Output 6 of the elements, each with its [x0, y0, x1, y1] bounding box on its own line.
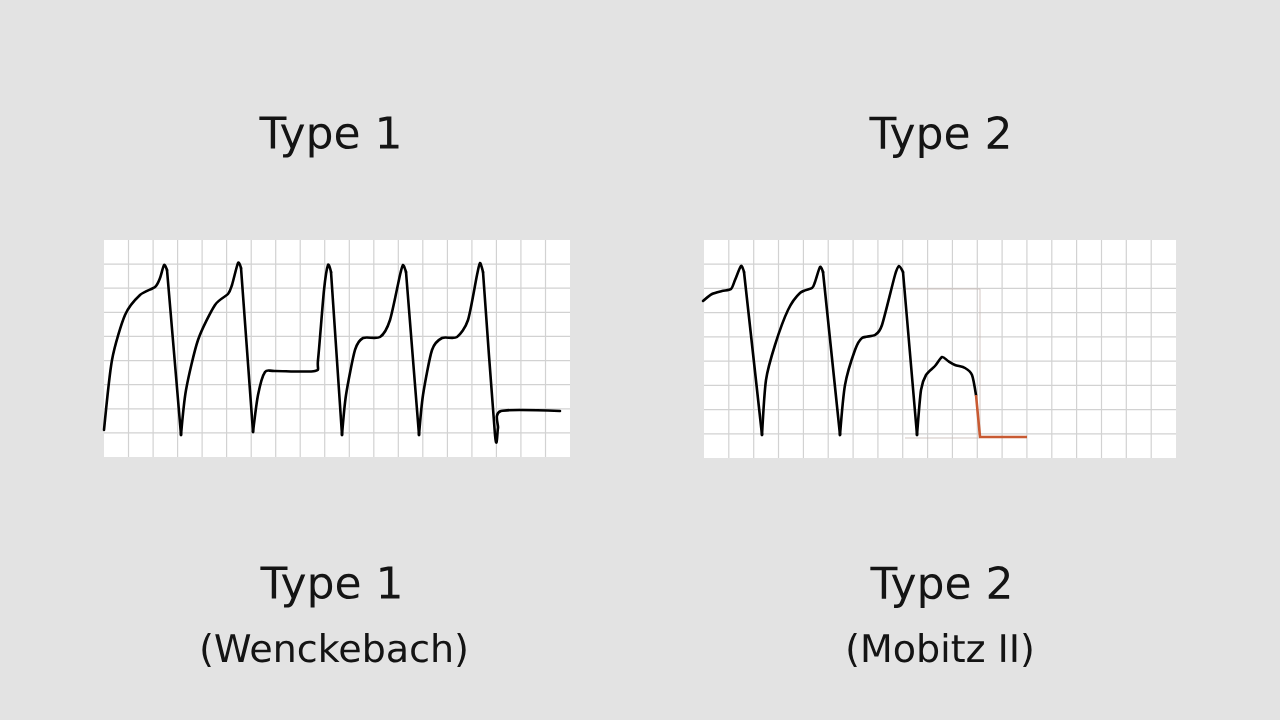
subtitle: (Mobitz II)	[848, 633, 1032, 667]
heading: Type 1	[260, 566, 400, 608]
subtitle: (Wenckebach)	[202, 633, 466, 667]
heading: Type 2	[870, 566, 1010, 608]
heading: Type 2	[869, 116, 1009, 158]
heading: Type 1	[259, 116, 399, 158]
